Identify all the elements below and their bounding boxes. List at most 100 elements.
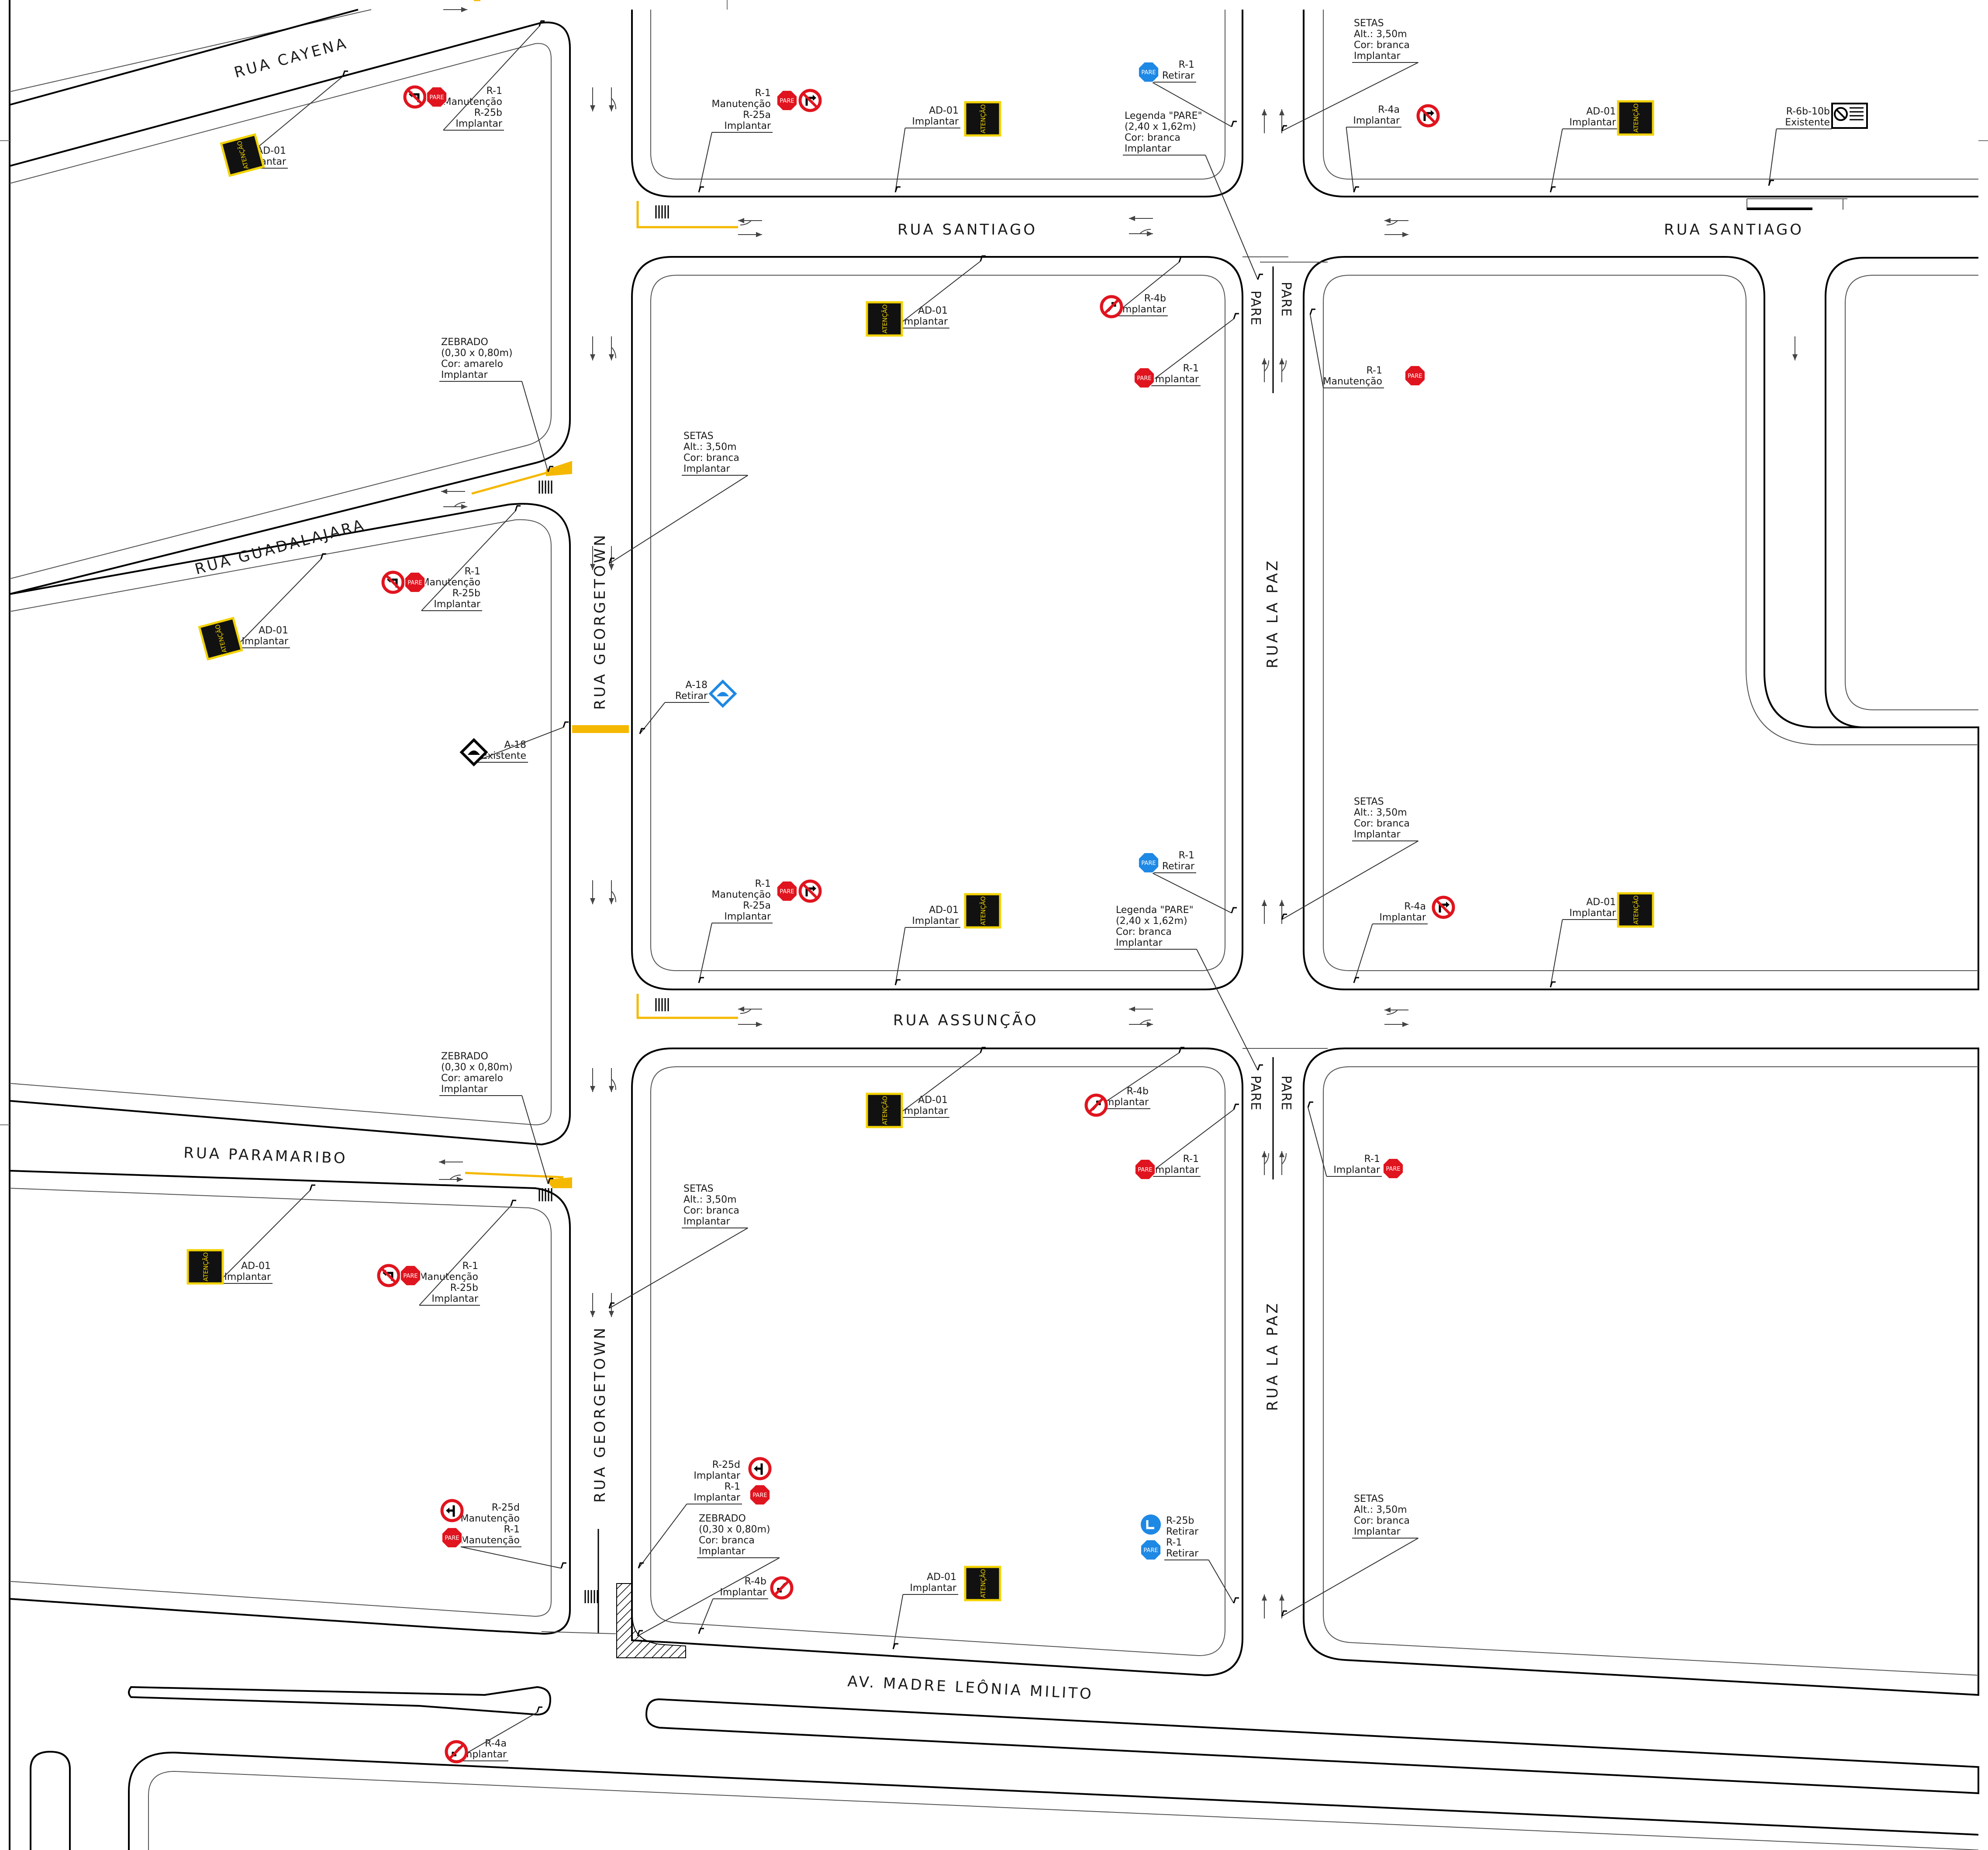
panel-text: ATENÇÃO <box>1633 896 1640 925</box>
annotation-line: Manutenção <box>461 1513 520 1524</box>
turn-lane-arrow <box>1129 1020 1153 1027</box>
lane-arrow <box>738 1022 762 1027</box>
annotation-line: R-4a <box>485 1738 507 1749</box>
stop-sign-icon: PARE <box>776 90 798 111</box>
annotation-line: SETAS <box>1354 1494 1384 1504</box>
sign-post-marker <box>1178 1047 1184 1053</box>
annotation-line: R-1 <box>1179 850 1194 861</box>
sign-post-marker <box>563 721 569 728</box>
sign-post-marker <box>1231 121 1237 127</box>
no-turn-sign-icon <box>1416 104 1440 128</box>
stop-sign-icon: PARE <box>426 86 448 108</box>
sign-post-marker <box>536 1706 542 1713</box>
sign-post-marker <box>538 20 545 27</box>
atencao-warning-panel-icon: ATENÇÃO <box>186 1249 224 1285</box>
stop-sign-retirar-icon: PARE <box>1138 61 1160 83</box>
crosswalk-marking <box>584 1590 598 1603</box>
turn-lane-arrow <box>1279 358 1287 382</box>
annotation-line: Manutenção <box>712 99 771 110</box>
crosswalk-marking <box>538 1188 552 1201</box>
sign-post-marker <box>309 1184 315 1191</box>
annotation-line: AD-01 <box>927 1572 956 1583</box>
annotation-line: R-1 <box>1183 363 1199 374</box>
leader-line <box>1112 262 1180 316</box>
leader-line <box>895 927 906 986</box>
pavement-pare: PARE <box>1278 1075 1294 1111</box>
r25b-sign-retirar-icon <box>1141 1515 1161 1535</box>
stop-sign-retirar-icon: PARE <box>1140 1539 1162 1561</box>
annotation-line: Cor: branca <box>699 1535 755 1546</box>
leader-line <box>1550 128 1563 193</box>
annotation-line: Cor: branca <box>1116 927 1172 937</box>
annotation-line: Retirar <box>1166 1548 1199 1559</box>
annotation-line: AD-01 <box>1586 106 1616 117</box>
annotation-line: Implantar <box>901 316 948 327</box>
annotation-line: Cor: amarelo <box>441 359 503 370</box>
leader-line <box>698 132 712 193</box>
annotation-line: R-25b <box>452 588 480 599</box>
annotation-zebrado-amarelo: ZEBRADO(0,30 x 0,80m)Cor: amareloImplant… <box>439 1051 553 1184</box>
annotation-line: Implantar <box>1354 829 1401 840</box>
leader-line <box>1208 1560 1234 1604</box>
stop-sign-text: PARE <box>1141 860 1156 867</box>
turn-lane-arrow <box>1384 218 1408 225</box>
annotation-line: (0,30 x 0,80m) <box>699 1524 770 1535</box>
turn-lane-arrow <box>609 1068 616 1092</box>
annotation-line: R-25d <box>492 1502 520 1513</box>
stop-sign-text: PARE <box>1408 373 1422 380</box>
atencao-warning-panel-icon: ATENÇÃO <box>198 616 243 661</box>
leader-line <box>1281 840 1419 920</box>
sign-post-marker <box>980 1047 986 1053</box>
panel-text: ATENÇÃO <box>881 1096 889 1125</box>
leader-line <box>609 1228 749 1309</box>
turn-lane-arrow <box>1262 358 1269 382</box>
panel-text: ATENÇÃO <box>202 1252 210 1282</box>
leader-line <box>443 26 540 131</box>
annotation-line: R-1 <box>1166 1537 1182 1548</box>
atencao-warning-panel-icon: ATENÇÃO <box>964 893 1001 929</box>
no-diagonal-turn-sign-icon <box>770 1576 794 1600</box>
stop-sign-text: PARE <box>429 94 444 101</box>
lane-arrow <box>1279 900 1284 924</box>
stop-sign-text: PARE <box>1137 375 1151 382</box>
hatched-zebrado-area <box>616 1583 686 1658</box>
annotation-line: Implantar <box>720 1587 767 1598</box>
atencao-warning-panel-icon: ATENÇÃO <box>964 101 1001 137</box>
street-name-santiago: RUA SANTIAGO <box>1664 221 1804 239</box>
atencao-warning-panel-icon: ATENÇÃO <box>220 133 265 177</box>
city-blocks <box>9 9 1979 1850</box>
annotation-line: Implantar <box>1333 1165 1381 1176</box>
annotation-line: Cor: branca <box>683 1205 739 1216</box>
leader-line <box>1308 1107 1327 1177</box>
annotation-line: AD-01 <box>241 1261 271 1272</box>
lane-arrow <box>441 489 465 494</box>
crosswalk-marking <box>655 205 669 218</box>
annotation-line: Implantar <box>1152 1165 1199 1176</box>
annotation-line: Implantar <box>1102 1097 1149 1108</box>
leader-line <box>638 1504 687 1569</box>
annotation-line: Implantar <box>912 116 959 127</box>
annotation-line: R-4b <box>1144 293 1166 304</box>
stop-sign-text: PARE <box>780 889 794 895</box>
sign-post-marker <box>1353 186 1359 193</box>
sign-post-marker <box>547 466 553 472</box>
sign-post-marker <box>1281 125 1287 131</box>
leader-line <box>1353 923 1373 983</box>
stop-sign-text: PARE <box>1386 1166 1400 1172</box>
street-name-madre-leonia: AV. MADRE LEÔNIA MILITO <box>847 1672 1094 1703</box>
lane-arrow <box>590 546 595 570</box>
annotation-line: Cor: branca <box>1354 1515 1410 1526</box>
annotation-line: Implantar <box>910 1583 957 1594</box>
r6b-no-parking-panel-icon <box>1831 103 1868 129</box>
stop-sign-text: PARE <box>780 98 794 104</box>
annotation-line: R-1 <box>462 1261 478 1272</box>
